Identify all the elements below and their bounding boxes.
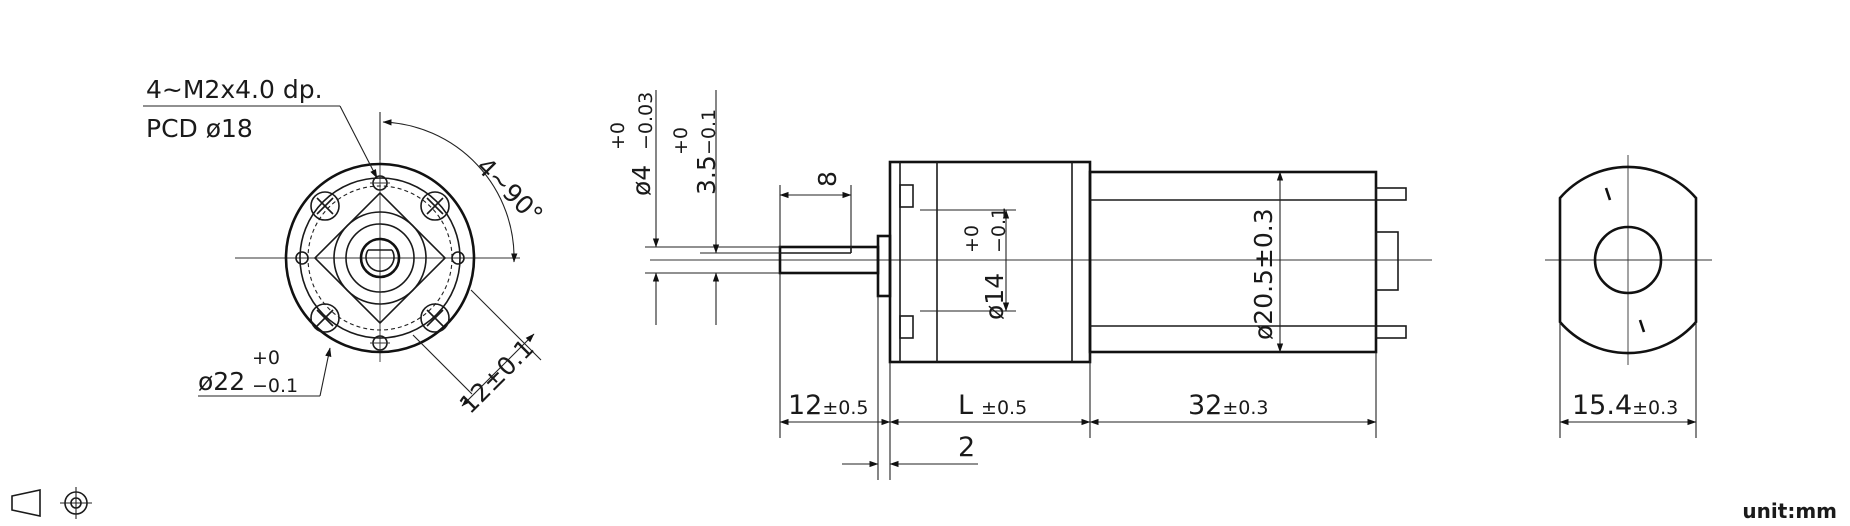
flange-dia-leader [319, 347, 332, 397]
threaded-hole-icon [370, 335, 390, 351]
flange-dia-tol-upper: +0 [252, 347, 280, 369]
front-view: 4~M2x4.0 dp. PCD ø18 4~90° ø22 +0 −0.1 1… [143, 75, 549, 419]
shaft-length-label: 12±0.5 [788, 390, 869, 421]
terminal-top [1375, 187, 1407, 201]
motor-length-value: 32 [1188, 390, 1222, 421]
gearbox-length-label: L ±0.5 [958, 390, 1027, 421]
boss-tol-upper: +0 [961, 225, 983, 253]
boss-dia-label: ø14 [980, 273, 1009, 320]
motor-dia-label: ø20.5±0.3 [1249, 208, 1278, 340]
angle-arc [382, 119, 518, 263]
flat-tol-lower: −0.1 [698, 109, 720, 155]
rear-width-label: 15.4±0.3 [1572, 390, 1678, 421]
unit-label: unit:mm [1742, 499, 1837, 523]
rear-view: 15.4±0.3 [1545, 155, 1712, 438]
flat-tol-upper: +0 [670, 127, 692, 155]
square-ext-1 [412, 334, 473, 395]
rear-width-tol: ±0.3 [1632, 397, 1678, 419]
screw-icon [420, 303, 450, 333]
gearbox-screw-top [899, 184, 914, 208]
gearbox-screw-bottom [899, 315, 914, 339]
side-view: ø4 +0 −0.03 3.5 +0 −0.1 8 ø14 +0 −0.1 ø2… [607, 90, 1432, 480]
boss-length-label: 2 [958, 432, 975, 463]
screw-icon [310, 191, 340, 221]
gearbox-length-value: L [958, 390, 973, 421]
callout-thread: 4~M2x4.0 dp. [146, 75, 323, 104]
square-dim-label: 12±0.1 [454, 333, 540, 419]
boss [876, 234, 892, 298]
flat-label: 3.5 [692, 155, 721, 195]
shaft-length-tol: ±0.5 [822, 397, 868, 419]
flange-dia-tol-lower: −0.1 [252, 375, 298, 397]
shaft-dia-tol-upper: +0 [607, 122, 629, 150]
terminal-bottom [1375, 325, 1407, 339]
angle-label: 4~90° [471, 152, 549, 230]
shaft-length-value: 12 [788, 390, 822, 421]
brush-slot-bottom [1638, 319, 1646, 333]
screw-icon [420, 191, 450, 221]
shaft-dia-label: ø4 [627, 165, 656, 196]
screw-icon [310, 303, 340, 333]
motor-length-tol: ±0.3 [1222, 397, 1268, 419]
motor-length-label: 32±0.3 [1188, 390, 1269, 421]
flange-dia-label: ø22 [198, 367, 245, 396]
rear-bearing-circle [1593, 225, 1663, 295]
brush-slot-top [1604, 187, 1612, 201]
end-cap [1375, 231, 1399, 291]
shaft-dia-tol-lower: −0.03 [635, 92, 657, 150]
gearbox-body [888, 160, 1092, 364]
flat-length-label: 8 [813, 171, 842, 187]
gearbox-length-tol: ±0.5 [981, 397, 1027, 419]
callout-leader [339, 105, 378, 179]
rear-width-value: 15.4 [1572, 390, 1632, 421]
motor-body [1088, 170, 1378, 354]
threaded-hole-icon [295, 251, 309, 265]
callout-pcd: PCD ø18 [146, 114, 253, 143]
square-dim-line [461, 333, 535, 407]
third-angle-projection-icon [11, 487, 92, 519]
boss-tol-lower: −0.1 [988, 207, 1010, 253]
